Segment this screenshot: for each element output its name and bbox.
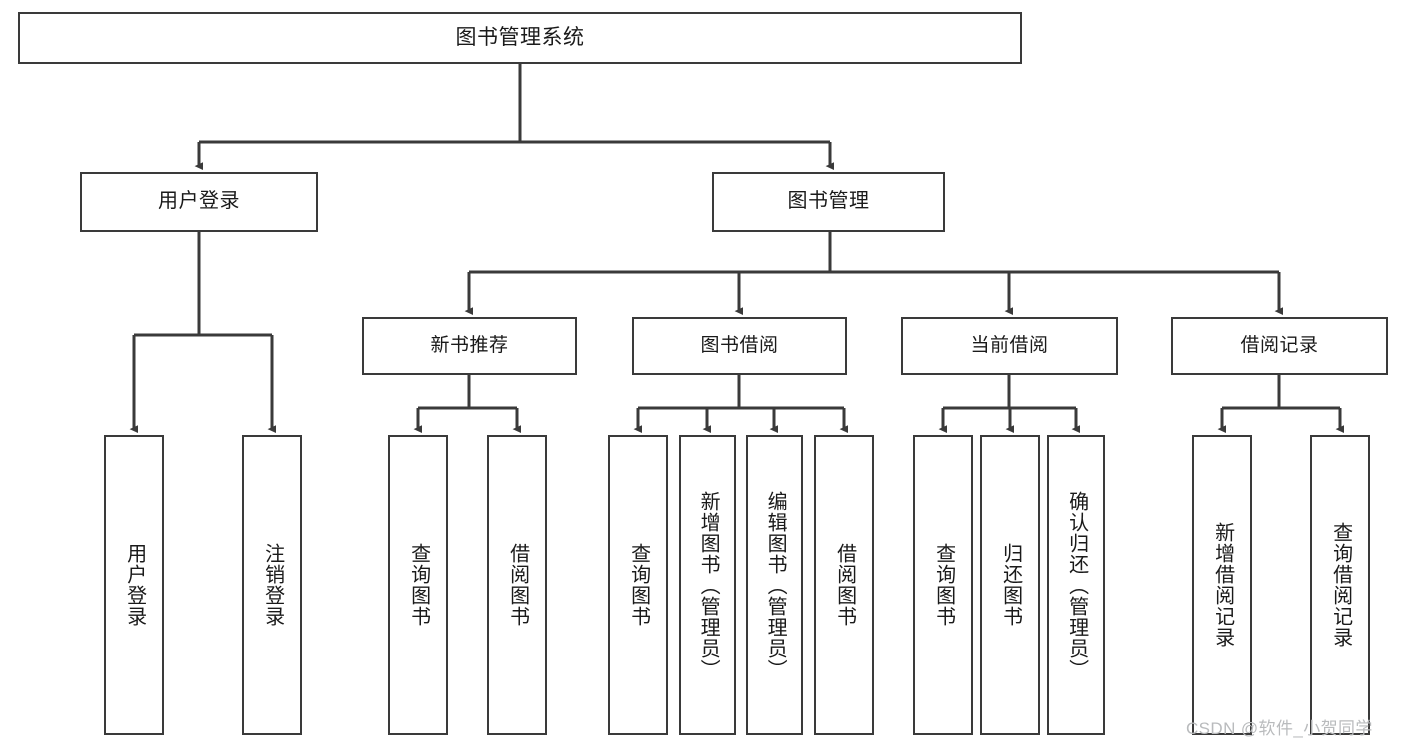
node-leaf-return-book-label: 归还图书	[999, 543, 1022, 627]
node-leaf-borrow-book-2-label: 借阅图书	[833, 543, 856, 627]
node-leaf-confirm-return-label: 确认归还（管理员）	[1065, 490, 1088, 680]
node-leaf-query-book-1-label: 查询图书	[407, 543, 430, 627]
node-leaf-user-login[interactable]: 用户登录	[104, 435, 164, 735]
node-user-login-label: 用户登录	[158, 190, 240, 213]
node-borrow-record-label: 借阅记录	[1240, 334, 1319, 356]
node-leaf-confirm-return[interactable]: 确认归还（管理员）	[1047, 435, 1105, 735]
node-leaf-edit-book-label: 编辑图书（管理员）	[764, 490, 787, 680]
node-leaf-borrow-book-2[interactable]: 借阅图书	[814, 435, 874, 735]
node-leaf-query-record-label: 查询借阅记录	[1329, 522, 1352, 648]
node-user-login[interactable]: 用户登录	[80, 172, 318, 232]
node-current-borrow[interactable]: 当前借阅	[901, 317, 1118, 375]
node-leaf-query-book-1[interactable]: 查询图书	[388, 435, 448, 735]
node-leaf-logout[interactable]: 注销登录	[242, 435, 302, 735]
node-leaf-query-book-2-label: 查询图书	[627, 543, 650, 627]
node-leaf-add-book-label: 新增图书（管理员）	[697, 490, 720, 680]
node-leaf-edit-book[interactable]: 编辑图书（管理员）	[746, 435, 803, 735]
node-leaf-query-book-3-label: 查询图书	[932, 543, 955, 627]
node-leaf-query-book-3[interactable]: 查询图书	[913, 435, 973, 735]
node-root[interactable]: 图书管理系统	[18, 12, 1022, 64]
node-book-manage-label: 图书管理	[787, 190, 870, 213]
node-leaf-query-record[interactable]: 查询借阅记录	[1310, 435, 1370, 735]
node-leaf-logout-label: 注销登录	[261, 543, 284, 627]
node-new-book-rec-label: 新书推荐	[430, 334, 509, 356]
node-leaf-borrow-book-1-label: 借阅图书	[506, 543, 529, 627]
node-current-borrow-label: 当前借阅	[970, 334, 1049, 356]
node-leaf-borrow-book-1[interactable]: 借阅图书	[487, 435, 547, 735]
node-leaf-add-record-label: 新增借阅记录	[1211, 522, 1234, 648]
node-book-borrow[interactable]: 图书借阅	[632, 317, 847, 375]
node-root-label: 图书管理系统	[455, 25, 585, 49]
node-leaf-user-login-label: 用户登录	[123, 543, 146, 627]
node-borrow-record[interactable]: 借阅记录	[1171, 317, 1388, 375]
node-leaf-add-record[interactable]: 新增借阅记录	[1192, 435, 1252, 735]
node-new-book-rec[interactable]: 新书推荐	[362, 317, 577, 375]
node-book-manage[interactable]: 图书管理	[712, 172, 945, 232]
node-book-borrow-label: 图书借阅	[700, 334, 779, 356]
node-leaf-add-book[interactable]: 新增图书（管理员）	[679, 435, 736, 735]
node-leaf-query-book-2[interactable]: 查询图书	[608, 435, 668, 735]
node-leaf-return-book[interactable]: 归还图书	[980, 435, 1040, 735]
csdn-watermark: CSDN @软件_小贺同学	[1186, 719, 1373, 738]
